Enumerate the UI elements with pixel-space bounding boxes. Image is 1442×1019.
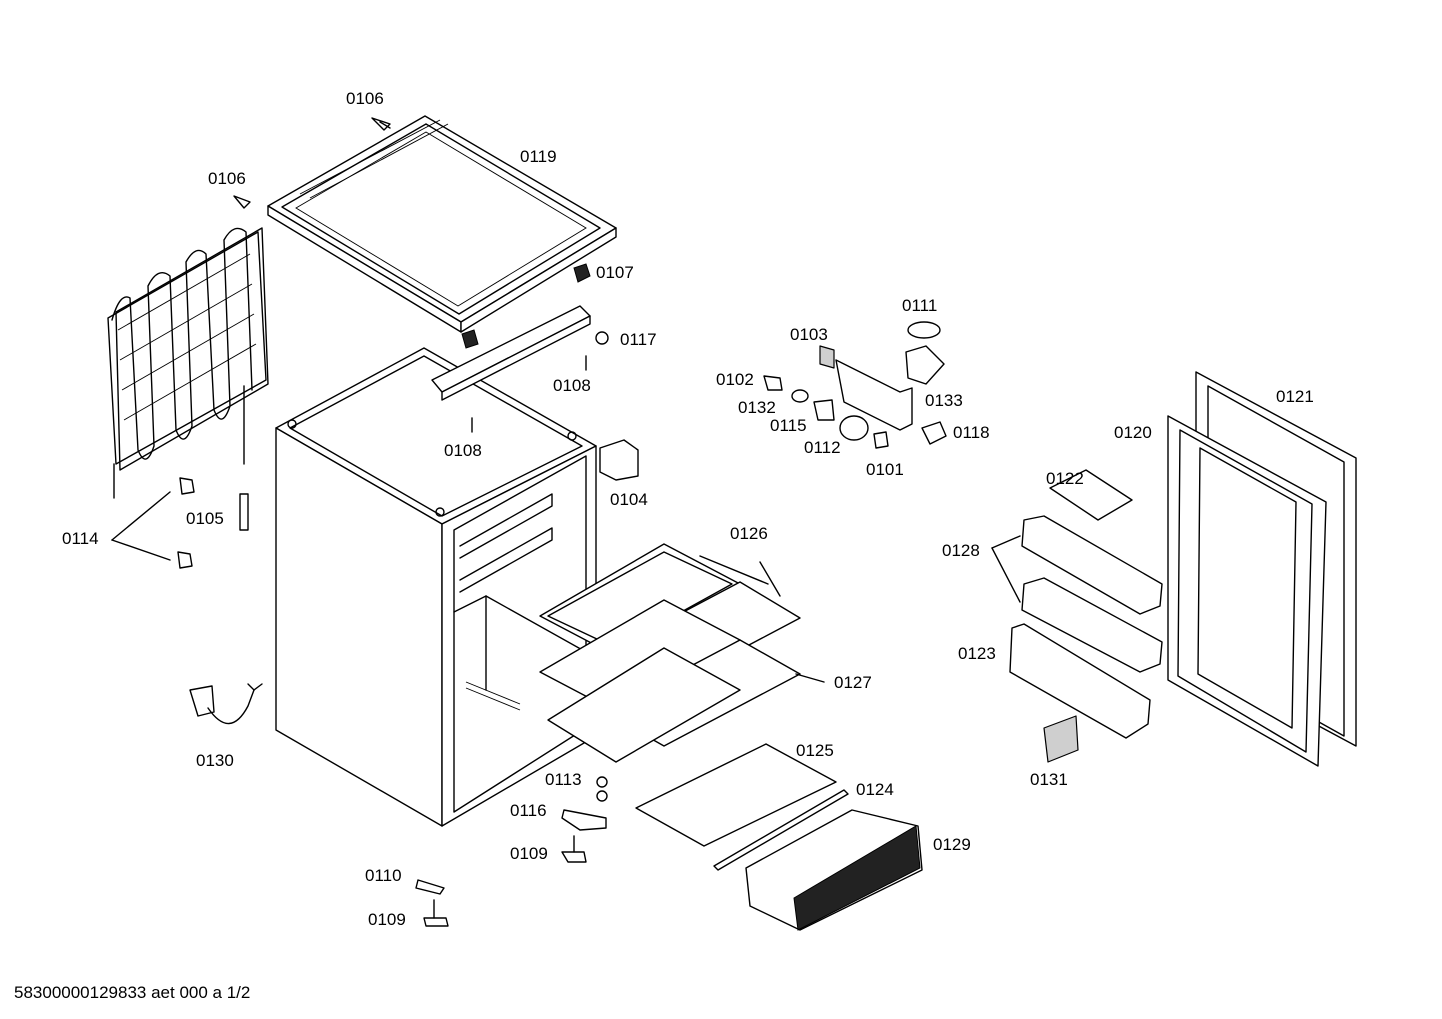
control-assembly: [763, 321, 947, 449]
label-0121: 0121: [1276, 387, 1314, 406]
label-0115: 0115: [770, 416, 807, 435]
label-0131: 0131: [1030, 770, 1068, 789]
label-0119: 0119: [520, 147, 557, 166]
label-0107: 0107: [596, 263, 634, 282]
label-0113: 0113: [545, 770, 582, 789]
door: [1167, 371, 1357, 767]
label-0106-top: 0106: [346, 89, 384, 108]
label-0124: 0124: [856, 780, 894, 799]
label-0108-center: 0108: [444, 441, 482, 460]
label-0102: 0102: [716, 370, 754, 389]
label-0101: 0101: [866, 460, 904, 479]
label-0110: 0110: [365, 866, 402, 885]
label-0129: 0129: [933, 835, 971, 854]
label-0109-right: 0109: [510, 844, 548, 863]
door-shelves: [991, 469, 1163, 763]
label-0126: 0126: [730, 524, 768, 543]
label-0123: 0123: [958, 644, 996, 663]
label-0114: 0114: [62, 529, 99, 548]
top-cover: [267, 115, 617, 333]
condenser-coil: [107, 227, 269, 499]
label-0133: 0133: [925, 391, 963, 410]
label-0104: 0104: [610, 490, 648, 509]
label-0111: 0111: [902, 296, 938, 315]
label-0125: 0125: [796, 741, 834, 760]
label-0128: 0128: [942, 541, 980, 560]
label-0120: 0120: [1114, 423, 1152, 442]
label-0132: 0132: [738, 398, 776, 417]
label-0105: 0105: [186, 509, 224, 528]
glass-shelves: [539, 543, 825, 763]
label-0130: 0130: [196, 751, 234, 770]
label-0112: 0112: [804, 438, 841, 457]
label-0106-left: 0106: [208, 169, 246, 188]
label-0116: 0116: [510, 801, 547, 820]
label-0117: 0117: [620, 330, 657, 349]
feet-fasteners: [415, 776, 608, 927]
label-0122: 0122: [1046, 469, 1084, 488]
crisper-assembly: [635, 743, 923, 931]
label-0103: 0103: [790, 325, 828, 344]
small-parts: [111, 117, 639, 569]
document-reference: 58300000129833 aet 000 a 1/2: [14, 983, 251, 1002]
label-0127: 0127: [834, 673, 872, 692]
label-0118: 0118: [953, 423, 990, 442]
cabinet: [275, 347, 597, 827]
hinge-bracket: [431, 305, 591, 401]
label-0108-right: 0108: [553, 376, 591, 395]
power-cord: [189, 683, 263, 725]
label-0109-left: 0109: [368, 910, 406, 929]
